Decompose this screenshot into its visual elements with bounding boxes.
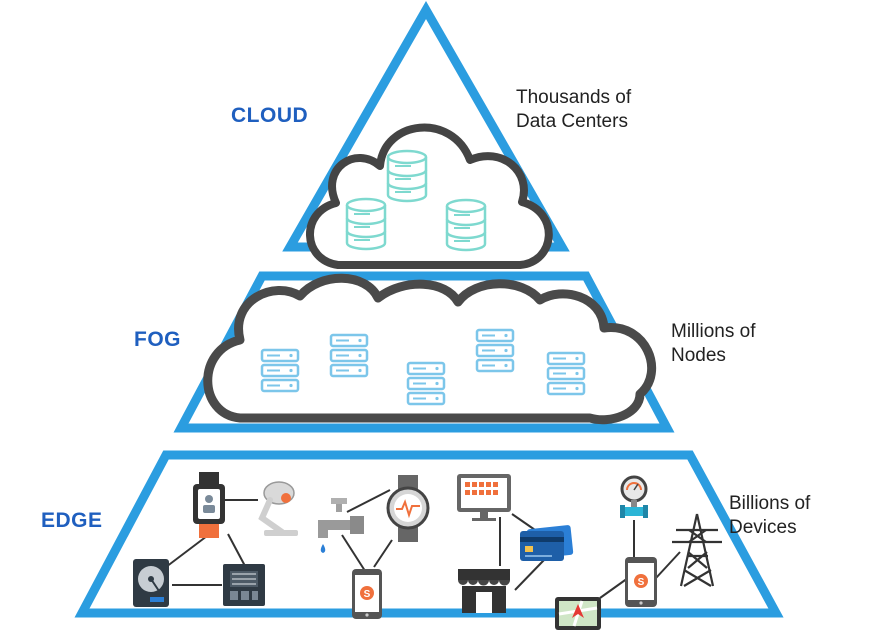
store-icon — [458, 569, 510, 613]
fog-caption-line-1: Millions of — [671, 321, 756, 342]
edge-tier-caption: Billions of Devices — [729, 492, 810, 540]
smartwatch-icon — [193, 472, 225, 538]
hard-drive-icon — [133, 559, 169, 607]
edge-caption-line-1: Billions of — [729, 493, 811, 514]
cloud-caption-line-1: Thousands of — [516, 87, 632, 108]
database-icon — [445, 198, 487, 252]
smartphone-icon: S — [352, 569, 382, 619]
cloud-tier-caption: Thousands of Data Centers — [516, 86, 631, 134]
rack-server-icon — [260, 348, 300, 393]
device-connections — [165, 489, 681, 599]
pressure-gauge-icon — [620, 475, 648, 518]
svg-text:S: S — [638, 577, 645, 588]
water-tap-icon — [318, 498, 364, 553]
edge-tier-label: EDGE — [41, 509, 103, 532]
rack-server-icon — [475, 328, 515, 373]
fog-tier-label: FOG — [134, 328, 181, 351]
edge-tier-trapezoid — [74, 450, 784, 618]
svg-text:S: S — [364, 589, 371, 600]
rack-server-icon — [406, 361, 446, 406]
smartphone-icon: S — [625, 557, 657, 607]
edge-caption-line-2: Devices — [729, 517, 797, 538]
credit-card-icon — [520, 525, 574, 561]
circuit-board-icon — [223, 564, 265, 606]
gps-tablet-icon — [555, 597, 601, 630]
database-icon — [345, 197, 387, 251]
cloud-tier-label: CLOUD — [231, 104, 309, 127]
cloud-caption-line-2: Data Centers — [516, 111, 628, 132]
fog-tier-caption: Millions of Nodes — [671, 320, 755, 368]
rack-server-icon — [329, 333, 369, 378]
fog-caption-line-2: Nodes — [671, 345, 726, 366]
fitness-watch-icon — [386, 475, 430, 542]
rack-server-icon — [546, 351, 586, 396]
fog-cloud-shape — [203, 273, 657, 425]
database-icon — [386, 149, 428, 203]
desk-lamp-icon — [258, 481, 298, 536]
transmission-tower-icon — [672, 513, 722, 587]
monitor-icon — [457, 474, 511, 521]
